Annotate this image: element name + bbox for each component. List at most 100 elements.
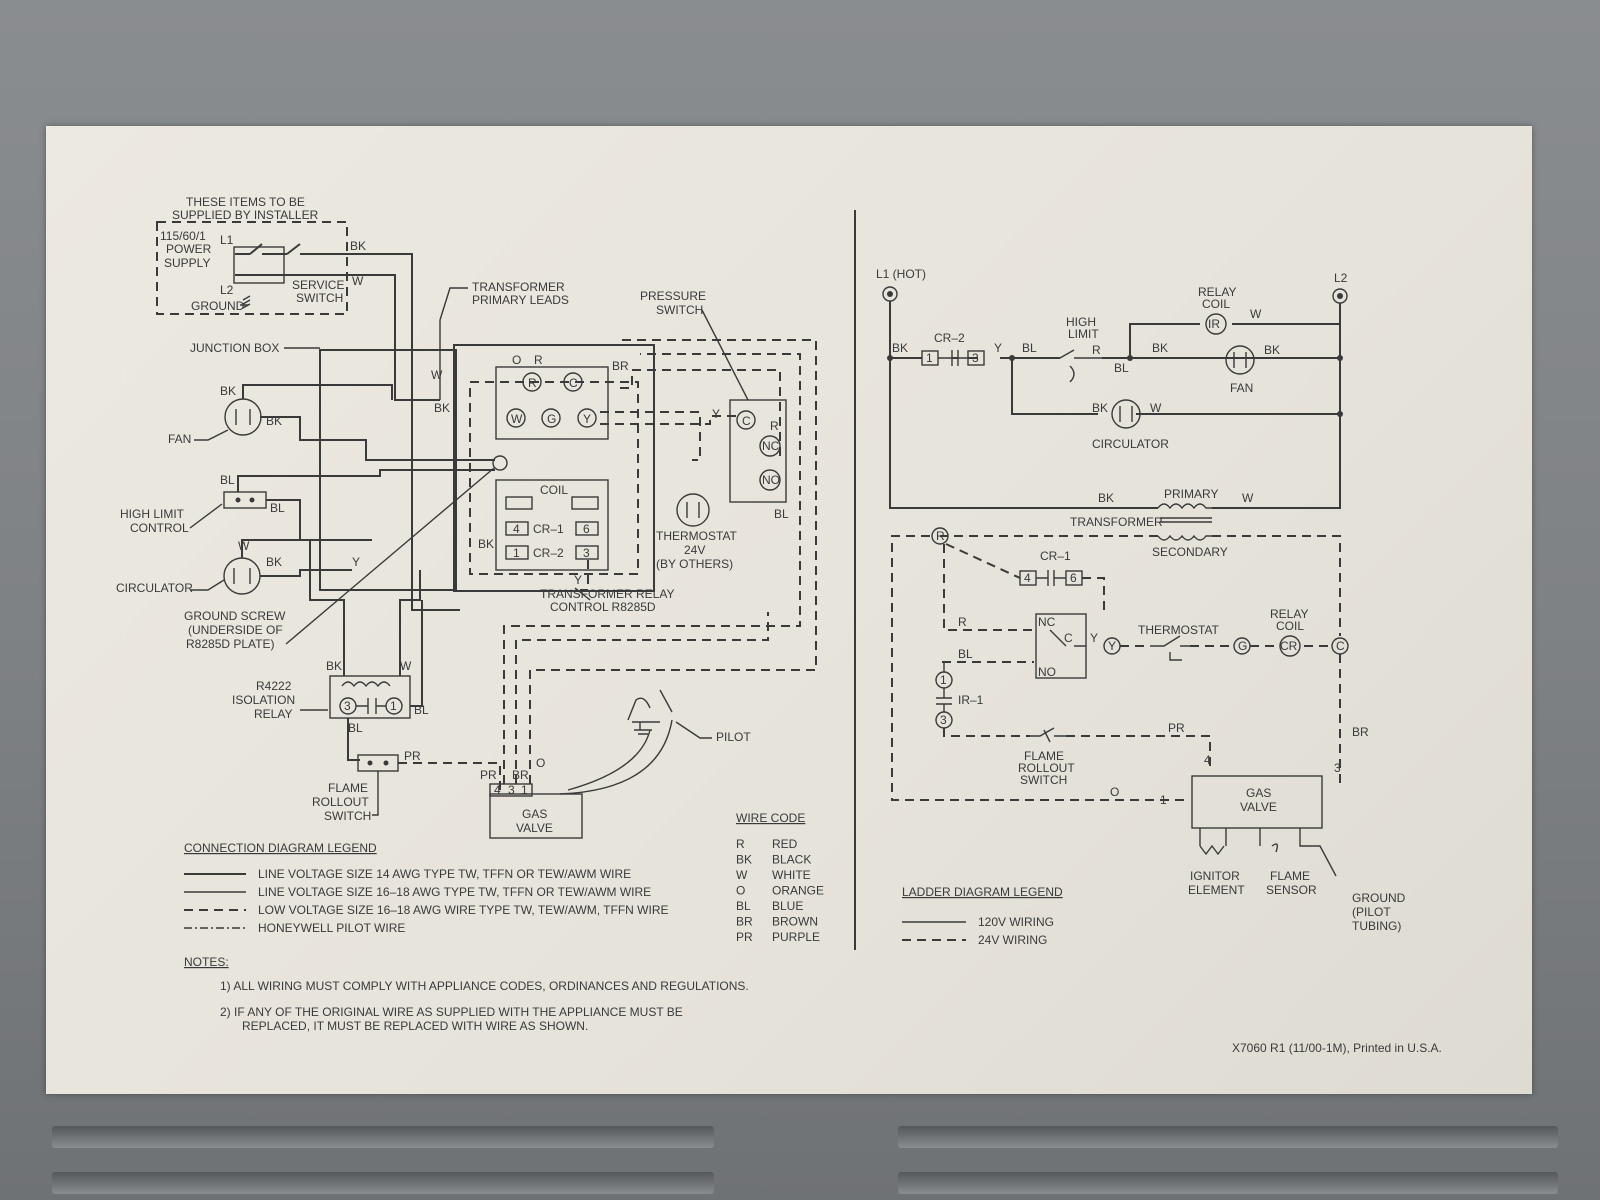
thermostat-line2: 24V xyxy=(684,543,705,557)
lv-wire-o xyxy=(529,339,817,784)
ladder-ground-3: TUBING) xyxy=(1352,919,1401,933)
ladder-valve-3: 3 xyxy=(1334,761,1341,775)
cr2-y-label: Y xyxy=(574,573,582,587)
wire-o-label: O xyxy=(512,353,521,367)
ladder-secondary-label: SECONDARY xyxy=(1152,545,1228,559)
terminal-y-text: Y xyxy=(583,412,591,426)
legend-item-1: LINE VOLTAGE SIZE 14 AWG TYPE TW, TFFN O… xyxy=(258,867,631,881)
legend-item-4: HONEYWELL PILOT WIRE xyxy=(258,921,405,935)
gas-valve-terminals xyxy=(489,783,533,797)
connection-legend-title: CONNECTION DIAGRAM LEGEND xyxy=(184,841,377,855)
terminal-c xyxy=(563,372,583,392)
ladder-ignitor xyxy=(1199,828,1227,856)
wire-code-color: RED xyxy=(772,837,798,851)
l1-label: L1 xyxy=(220,233,234,247)
cr2-terminal-3 xyxy=(575,545,599,560)
ladder-rung-circulator xyxy=(1011,358,1340,415)
fan-motor xyxy=(224,398,262,436)
junction-box-label: JUNCTION BOX xyxy=(190,341,279,355)
terminal-c-text: C xyxy=(569,376,578,390)
ladder-br: BR xyxy=(1352,725,1369,739)
ladder-ignitor-1: IGNITOR xyxy=(1190,869,1240,883)
ladder-circulator-motor xyxy=(1111,399,1141,429)
ladder-cr1-6: 6 xyxy=(1070,571,1077,585)
fan-motor-poles xyxy=(235,409,251,425)
ladder-primary-winding xyxy=(1157,503,1212,510)
ground-screw-line3: R8285D PLATE) xyxy=(186,637,274,651)
wire-code-abbrev: PR xyxy=(736,930,753,944)
ladder-gas-valve xyxy=(1191,775,1323,829)
ladder-bk-fan: BK xyxy=(1264,343,1280,357)
ladder-ps-no: NO xyxy=(1038,665,1056,679)
rollout-terminal-2 xyxy=(383,760,389,766)
wire-w-main xyxy=(343,274,440,401)
ladder-l1-dot xyxy=(887,291,893,297)
ground-label: GROUND xyxy=(191,299,245,313)
lv-thermo-1 xyxy=(600,411,701,461)
transformer-primary-line1: TRANSFORMER xyxy=(472,280,565,294)
cr2-3-text: 3 xyxy=(583,546,590,560)
wire-r-label: R xyxy=(534,353,543,367)
high-limit-line1: HIGH LIMIT xyxy=(120,507,185,521)
circulator-w: W xyxy=(238,539,250,553)
cr2-1-text: 1 xyxy=(513,546,520,560)
coil-left xyxy=(505,496,533,510)
isolation-to-rollout xyxy=(347,718,360,761)
transformer-relay-control-line2: CONTROL R8285D xyxy=(550,600,656,614)
ground-screw-line1: GROUND SCREW xyxy=(184,609,286,623)
ladder-rollout-symbol xyxy=(1030,727,1066,743)
ladder-rollout-3: SWITCH xyxy=(1020,773,1067,787)
terminal-w xyxy=(506,408,526,428)
cr1-label: CR–1 xyxy=(533,522,564,536)
wire-br-label: BR xyxy=(612,359,629,373)
power-supply-line1: 115/60/1 xyxy=(160,229,206,243)
primary-w-label: W xyxy=(431,368,443,382)
cr1-terminal-6 xyxy=(575,521,599,536)
ladder-ir1-contact xyxy=(936,662,952,712)
ladder-valve-1: 1 xyxy=(1160,793,1167,807)
ladder-gas-valve-1: GAS xyxy=(1246,786,1271,800)
wire-bk-main xyxy=(343,253,460,611)
pressure-y: Y xyxy=(712,407,720,421)
lv-wire-r xyxy=(503,353,801,784)
cr2-bk-label: BK xyxy=(478,537,494,551)
gas-valve-box xyxy=(489,793,583,839)
valve-br: BR xyxy=(512,768,529,782)
ladder-diagram: L1 (HOT) L2 BK 1 CR–2 3 Y BL HIGH LIMIT … xyxy=(876,267,1442,1055)
flame-rollout-switch xyxy=(357,754,399,772)
isolation-relay-line1: R4222 xyxy=(256,679,292,693)
ladder-r-to-cr1 xyxy=(945,543,1021,579)
terminal-r-text: R xyxy=(528,376,537,390)
ladder-flame-sensor-1: FLAME xyxy=(1270,869,1310,883)
ladder-r-label: R xyxy=(1092,343,1101,357)
ladder-relay-coil2-1: RELAY xyxy=(1270,607,1308,621)
ladder-flame-sensor xyxy=(1259,828,1337,877)
ladder-ps-arm xyxy=(1049,629,1086,647)
ladder-ps-c: C xyxy=(1064,631,1073,645)
valve-o: O xyxy=(536,756,545,770)
circulator-wires xyxy=(241,539,352,577)
pressure-switch-line1: PRESSURE xyxy=(640,289,706,303)
ladder-cr2-contact xyxy=(938,350,968,366)
wiring-label-sheet xyxy=(46,126,1532,1094)
ladder-g-terminal: G xyxy=(1238,639,1247,653)
ladder-bk-2: BK xyxy=(1152,341,1168,355)
isolation-contact xyxy=(356,698,386,714)
terminal-r xyxy=(522,372,542,392)
installer-supplied-box xyxy=(156,221,348,315)
ladder-node-1 xyxy=(887,355,893,361)
ladder-bl-3: BL xyxy=(958,647,973,661)
wire-code-abbrev: BK xyxy=(736,853,752,867)
primary-bk-label: BK xyxy=(434,401,450,415)
wire-code-abbrev: R xyxy=(736,837,745,851)
ladder-cr1-to-ps xyxy=(1082,577,1105,616)
pressure-switch-leader xyxy=(701,309,749,401)
installer-note-line2: SUPPLIED BY INSTALLER xyxy=(172,208,319,222)
ladder-l2-label: L2 xyxy=(1334,271,1348,285)
ladder-node-4 xyxy=(1337,355,1343,361)
ladder-cr2-t3 xyxy=(967,350,985,366)
fan-wire-2 xyxy=(260,416,495,461)
isolation-wire-bl xyxy=(410,600,423,707)
note-2-line1: 2) IF ANY OF THE ORIGINAL WIRE AS SUPPLI… xyxy=(220,1005,683,1019)
